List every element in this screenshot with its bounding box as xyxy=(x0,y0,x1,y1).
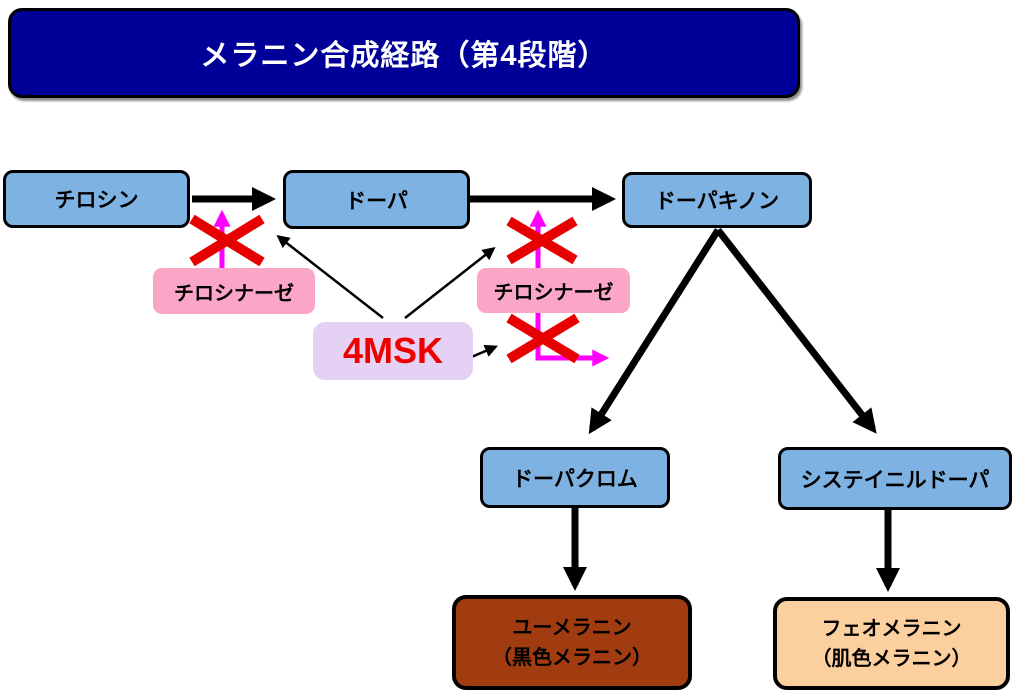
node-4msk: 4MSK xyxy=(313,322,473,380)
inhibition-x-icon-lower xyxy=(506,313,580,364)
node-pheomelanin: フェオメラニン （肌色メラニン） xyxy=(773,597,1010,690)
node-dopa: ドーパ xyxy=(283,170,470,229)
node-pheomelanin-label-line1: フェオメラニン xyxy=(821,617,962,640)
node-dopa-label: ドーパ xyxy=(345,189,408,213)
arrow-dopaquinone-to-cysteinyldopa xyxy=(715,227,877,434)
node-tyrosine: チロシン xyxy=(3,170,190,228)
node-tyrosinase-lower-label: チロシナーゼ xyxy=(493,282,614,304)
diagram-title-bar: メラニン合成経路（第4段階） xyxy=(8,8,800,98)
node-tyrosinase-upper: チロシナーゼ xyxy=(153,268,315,314)
node-cysteinyldopa-label: システイニルドーパ xyxy=(800,468,990,492)
inhibition-x-icon-middle xyxy=(506,216,578,265)
diagram-title-text: メラニン合成経路（第4段階） xyxy=(200,40,608,72)
node-pheomelanin-label-line2: （肌色メラニン） xyxy=(811,647,972,670)
node-cysteinyldopa: システイニルドーパ xyxy=(778,447,1012,510)
node-4msk-label: 4MSK xyxy=(342,330,444,371)
node-dopachrome-label: ドーパクロム xyxy=(512,467,638,491)
node-tyrosinase-lower: チロシナーゼ xyxy=(477,268,630,313)
node-eumelanin: ユーメラニン （黒色メラニン） xyxy=(452,595,692,690)
node-tyrosinase-upper-label: チロシナーゼ xyxy=(174,282,294,305)
node-dopaquinone-label: ドーパキノン xyxy=(654,190,780,213)
blocked-arrow-tyrosinase-lower-elbow xyxy=(535,306,610,367)
node-eumelanin-label-line2: （黒色メラニン） xyxy=(492,646,652,669)
node-dopaquinone: ドーパキノン xyxy=(622,172,812,228)
arrow-dopaquinone-to-dopachrome xyxy=(588,228,721,435)
node-eumelanin-label-line1: ユーメラニン xyxy=(512,616,632,639)
node-dopachrome: ドーパクロム xyxy=(480,447,670,508)
node-tyrosine-label: チロシン xyxy=(54,189,139,212)
inhibition-x-icon-left xyxy=(189,214,265,267)
